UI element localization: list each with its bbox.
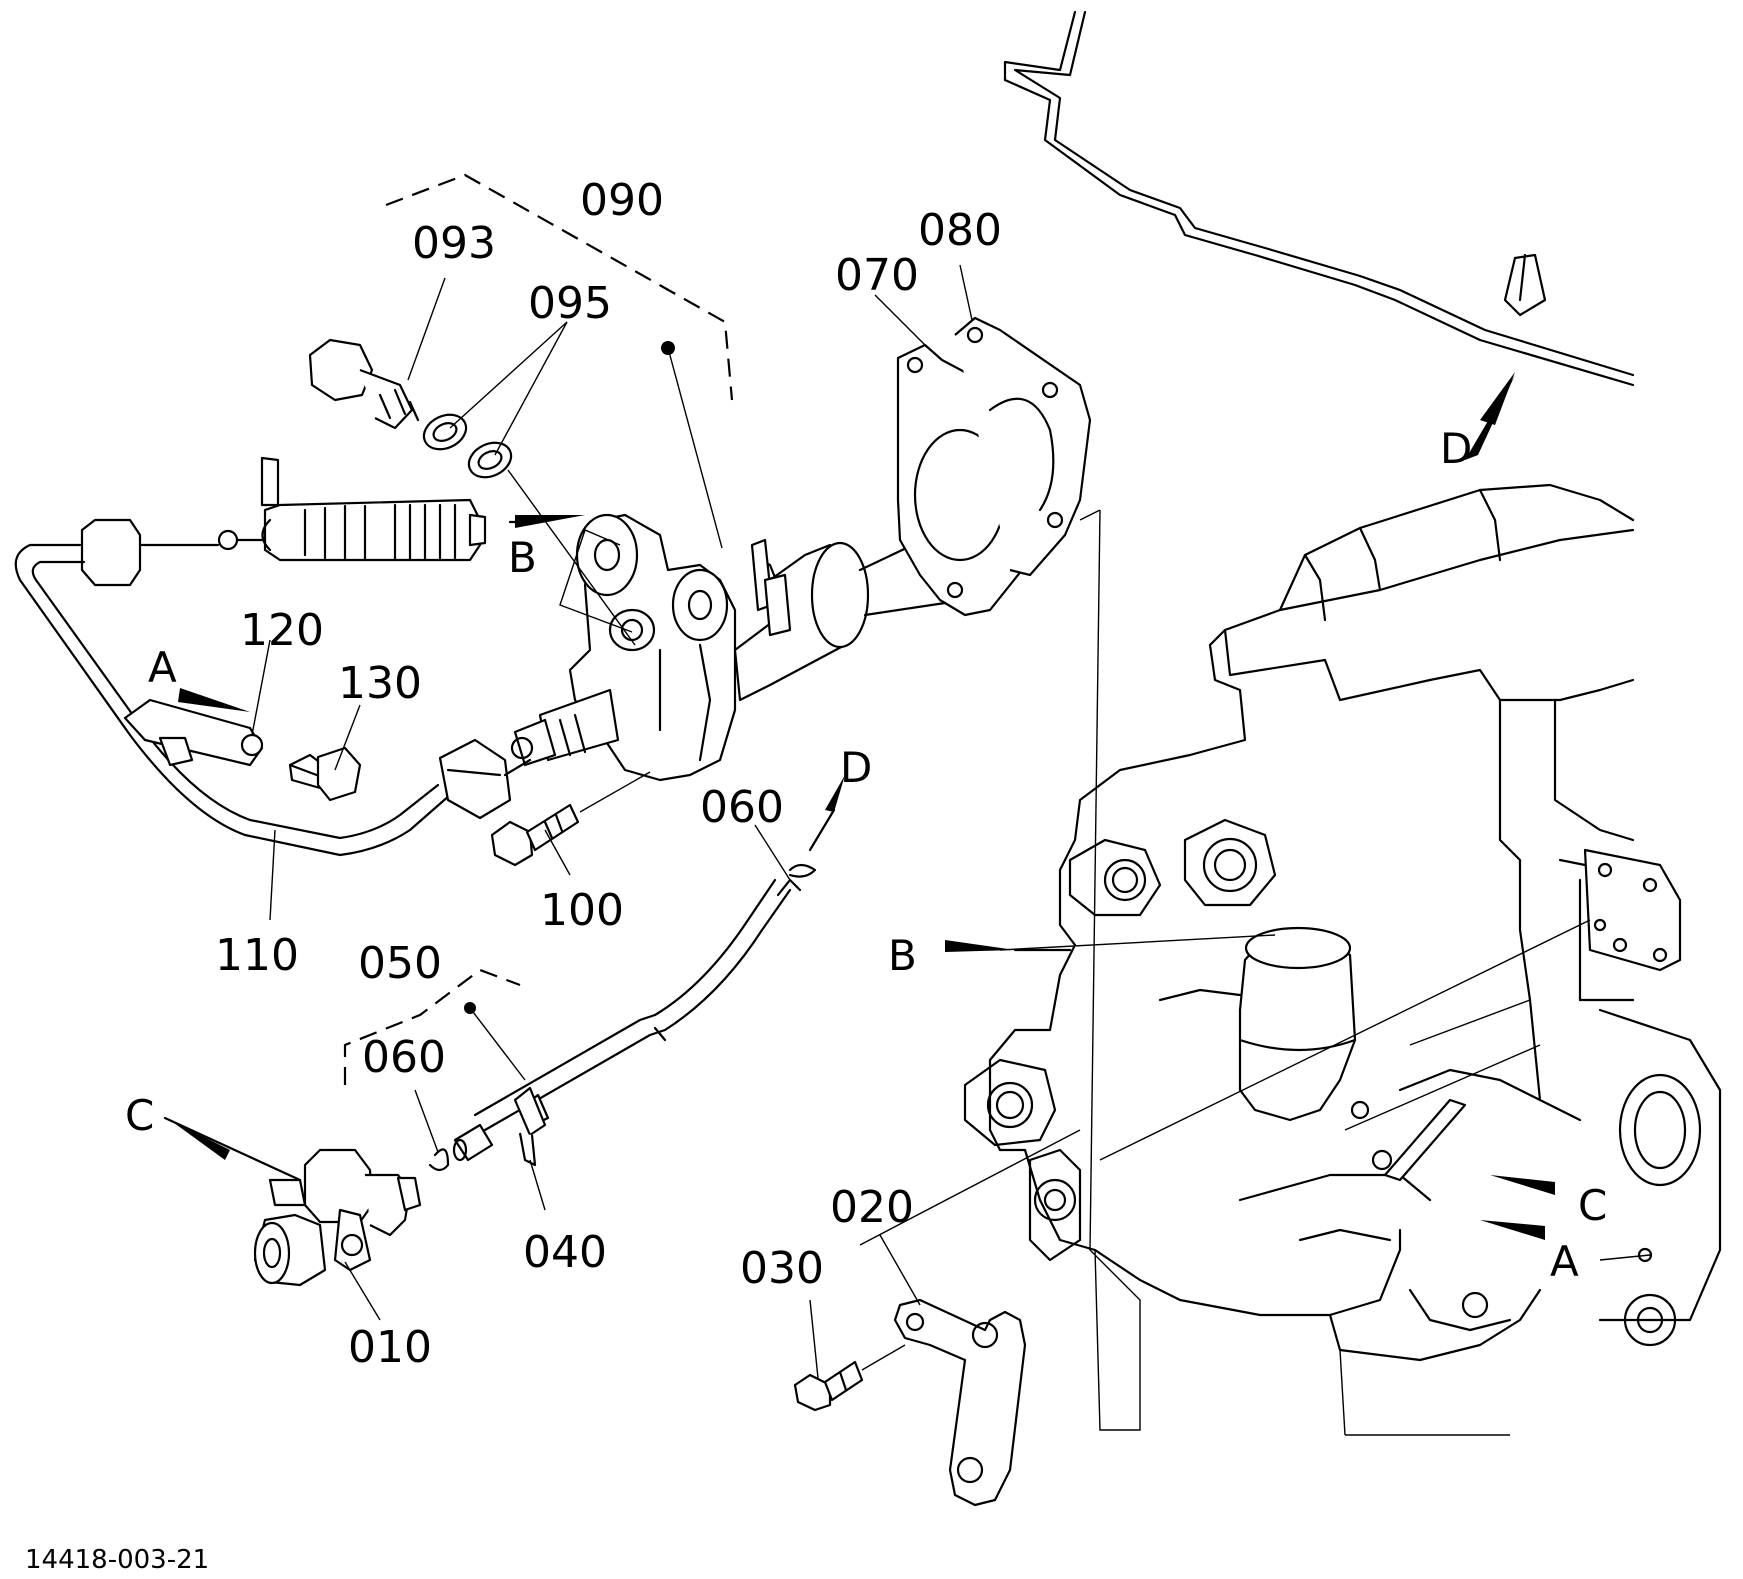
reference-letter-labels: B A D D B C C A xyxy=(125,424,1607,1286)
pipe-clamp-and-bolt xyxy=(123,698,362,802)
label-020: 020 xyxy=(830,1182,914,1233)
label-110: 110 xyxy=(215,930,299,981)
gasket-and-flange xyxy=(896,316,1092,617)
label-120: 120 xyxy=(240,605,324,656)
part-number-labels: 090 093 095 070 080 120 130 110 100 060 … xyxy=(215,175,1002,1373)
ref-a-left: A xyxy=(148,643,177,692)
assembly-phantom-lines xyxy=(859,509,1651,1436)
label-130: 130 xyxy=(338,658,422,709)
label-060-lower: 060 xyxy=(362,1032,446,1083)
injection-pump-assembly xyxy=(80,173,967,782)
injection-pipe xyxy=(14,543,532,857)
fuel-hose-assembly xyxy=(253,863,817,1287)
label-070: 070 xyxy=(835,250,919,301)
reference-arrows xyxy=(163,372,1555,1240)
label-010: 010 xyxy=(348,1322,432,1373)
bolt-100 xyxy=(490,771,651,867)
ref-c-left: C xyxy=(125,1091,154,1140)
label-093: 093 xyxy=(412,218,496,269)
label-050: 050 xyxy=(358,938,442,989)
label-090: 090 xyxy=(580,175,664,226)
engine-block xyxy=(963,10,1722,1362)
label-060-upper: 060 xyxy=(700,782,784,833)
label-080: 080 xyxy=(918,205,1002,256)
ref-b-left: B xyxy=(508,533,537,582)
label-040: 040 xyxy=(523,1227,607,1278)
label-095: 095 xyxy=(528,278,612,329)
ref-d-mid: D xyxy=(840,743,872,792)
ref-d-top: D xyxy=(1440,424,1472,473)
bracket-and-bolt xyxy=(793,1298,1027,1507)
leader-lines xyxy=(251,264,973,1379)
ref-c-right: C xyxy=(1578,1181,1607,1230)
ref-a-right: A xyxy=(1550,1237,1579,1286)
drawing-number: 14418-003-21 xyxy=(25,1545,209,1575)
label-030: 030 xyxy=(740,1243,824,1294)
label-100: 100 xyxy=(540,885,624,936)
ref-b-right: B xyxy=(888,931,917,980)
